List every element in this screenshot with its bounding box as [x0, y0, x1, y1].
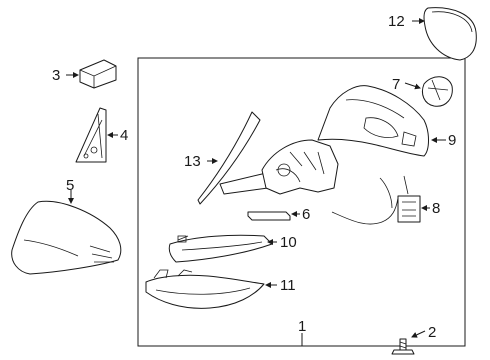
callout-7: 7 — [392, 76, 400, 93]
part-mirror-glass — [423, 7, 477, 61]
callout-10: 10 — [280, 234, 297, 251]
part-mirror-base — [261, 139, 339, 195]
part-mirror-frame — [197, 111, 279, 205]
callout-4: 4 — [120, 127, 128, 144]
callout-12: 12 — [388, 13, 405, 30]
part-lower-trim — [145, 269, 265, 309]
part-wiring-harness — [331, 175, 421, 225]
callout-13: 13 — [184, 153, 201, 170]
part-mirror-housing — [317, 85, 429, 157]
callout-9: 9 — [448, 132, 456, 149]
callout-5: 5 — [66, 177, 74, 194]
part-actuator — [421, 76, 453, 107]
part-triangle-trim — [75, 107, 107, 163]
callout-11: 11 — [280, 277, 296, 294]
callout-2: 2 — [428, 324, 436, 341]
part-turn-signal-lens — [168, 234, 273, 263]
part-screw — [391, 338, 415, 355]
part-small-plate — [247, 211, 291, 221]
callout-8: 8 — [432, 200, 440, 217]
callout-3: 3 — [52, 67, 60, 84]
callout-6: 6 — [302, 206, 310, 223]
callout-1: 1 — [298, 318, 306, 335]
part-block — [79, 59, 117, 89]
part-mirror-cap — [11, 200, 122, 275]
